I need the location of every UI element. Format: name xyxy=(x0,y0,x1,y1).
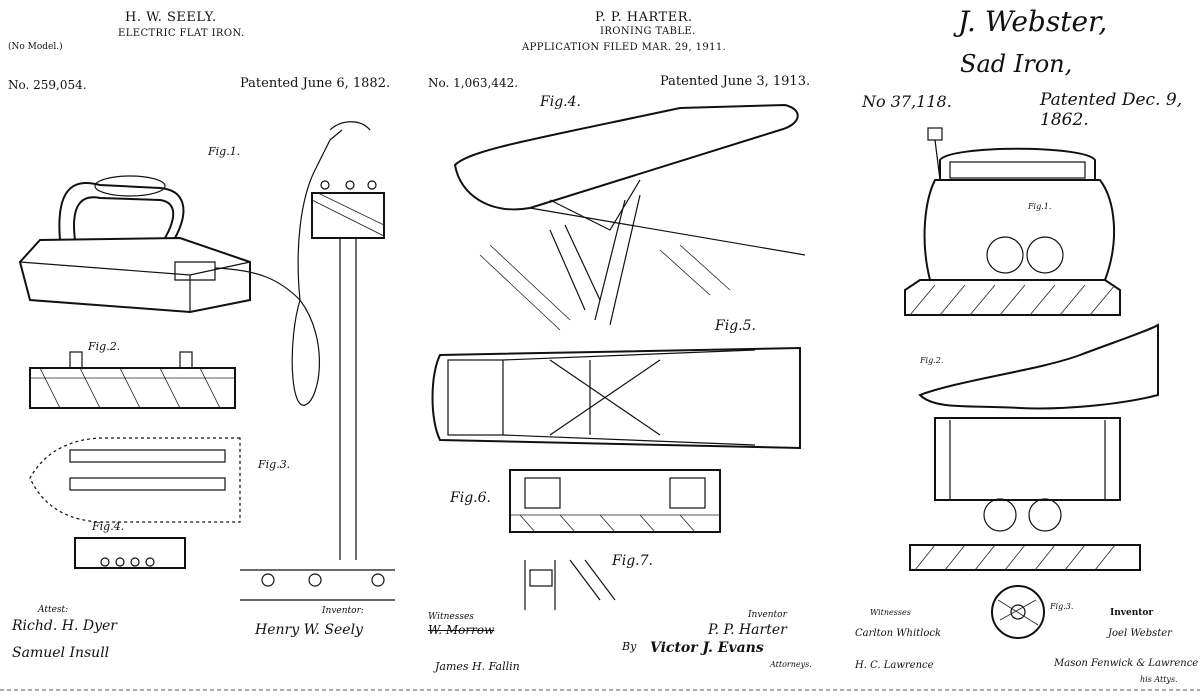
switch-box-drawing xyxy=(311,121,385,560)
inventor-header: H. W. SEELY. xyxy=(125,10,217,25)
figure-label: Fig.1. xyxy=(208,145,241,158)
witness-label: Witnesses xyxy=(870,608,911,617)
figure-label: Fig.5. xyxy=(715,318,756,334)
hand-with-iron-drawing xyxy=(909,323,1159,571)
ironing-board-drawing xyxy=(453,103,806,331)
patent-number: No. 1,063,442. xyxy=(428,76,519,90)
figure-label: Fig.7. xyxy=(612,553,653,569)
figure-label: Fig.4. xyxy=(92,520,125,533)
figure-label: Fig.2. xyxy=(920,356,944,365)
patent-title: IRONING TABLE. xyxy=(600,26,696,37)
inventor-label: Inventor xyxy=(1110,608,1154,618)
witness-signature: Carlton Whitlock xyxy=(855,628,942,639)
terminal-block-drawing xyxy=(74,537,186,569)
plan-view-drawing xyxy=(29,437,241,523)
witness-signature: Samuel Insull xyxy=(12,645,110,661)
patent-panel-harter: P. P. HARTER. IRONING TABLE. APPLICATION… xyxy=(410,0,840,700)
seely-drawings xyxy=(18,121,395,601)
witness-label: Witnesses xyxy=(428,612,474,622)
patent-panel-seely: H. W. SEELY. ELECTRIC FLAT IRON. (No Mod… xyxy=(0,0,410,700)
table-plan-drawing xyxy=(431,346,801,450)
patent-number: No 37,118. xyxy=(862,92,952,111)
flat-iron-drawing xyxy=(18,129,343,406)
inventor-name: P. P. Harter xyxy=(708,622,787,638)
inventor-label: Inventor: xyxy=(322,606,364,616)
inventor-name: Joel Webster xyxy=(1108,628,1172,639)
inventor-header: P. P. HARTER. xyxy=(595,10,693,25)
patent-date: Patented June 6, 1882. xyxy=(240,76,391,91)
section-drawing xyxy=(509,469,721,533)
figure-label: Fig.1. xyxy=(1028,202,1052,211)
attorney-signature: Mason Fenwick & Lawrence xyxy=(1054,658,1199,669)
attorney-signature: Victor J. Evans xyxy=(650,640,764,656)
application-date: APPLICATION FILED MAR. 29, 1911. xyxy=(522,42,727,53)
figure-label: Fig.2. xyxy=(88,340,121,353)
figure-label: Fig.6. xyxy=(450,490,491,506)
figure-label: Fig.4. xyxy=(540,94,581,110)
witness-signature: H. C. Lawrence xyxy=(855,660,934,671)
figure-label: Fig.3. xyxy=(258,458,291,471)
model-note: (No Model.) xyxy=(8,42,63,52)
patent-panel-webster: J. Webster, Sad Iron, No 37,118. Patente… xyxy=(840,0,1200,700)
attorney-label: Attorneys. xyxy=(770,660,812,669)
witness-signature: W. Morrow xyxy=(428,623,495,637)
patent-title: ELECTRIC FLAT IRON. xyxy=(118,28,245,39)
inventor-signature: Henry W. Seely xyxy=(255,622,363,638)
inventor-label: Inventor xyxy=(748,610,787,620)
disc-drawing xyxy=(991,585,1045,639)
attorney-label: his Attys. xyxy=(1140,675,1178,684)
patent-date: Patented June 3, 1913. xyxy=(660,74,811,89)
inventor-header: J. Webster, xyxy=(958,5,1108,38)
witness-label: Attest: xyxy=(38,605,69,615)
witness-signature: Richd. H. Dyer xyxy=(12,618,117,634)
webster-drawings xyxy=(904,127,1159,639)
figure-label: Fig.3. xyxy=(1050,602,1074,611)
by-label: By xyxy=(622,640,637,653)
detail-drawing xyxy=(524,559,616,610)
patent-date: Patented Dec. 9, 1862. xyxy=(1040,90,1183,130)
sad-iron-section-drawing xyxy=(904,127,1121,316)
circuit-diagram xyxy=(240,569,395,601)
witness-signature: James H. Fallin xyxy=(435,660,520,673)
patent-number: No. 259,054. xyxy=(8,78,87,92)
harter-drawings xyxy=(431,103,806,610)
patent-title: Sad Iron, xyxy=(960,50,1073,78)
cross-section-drawing xyxy=(29,351,236,409)
